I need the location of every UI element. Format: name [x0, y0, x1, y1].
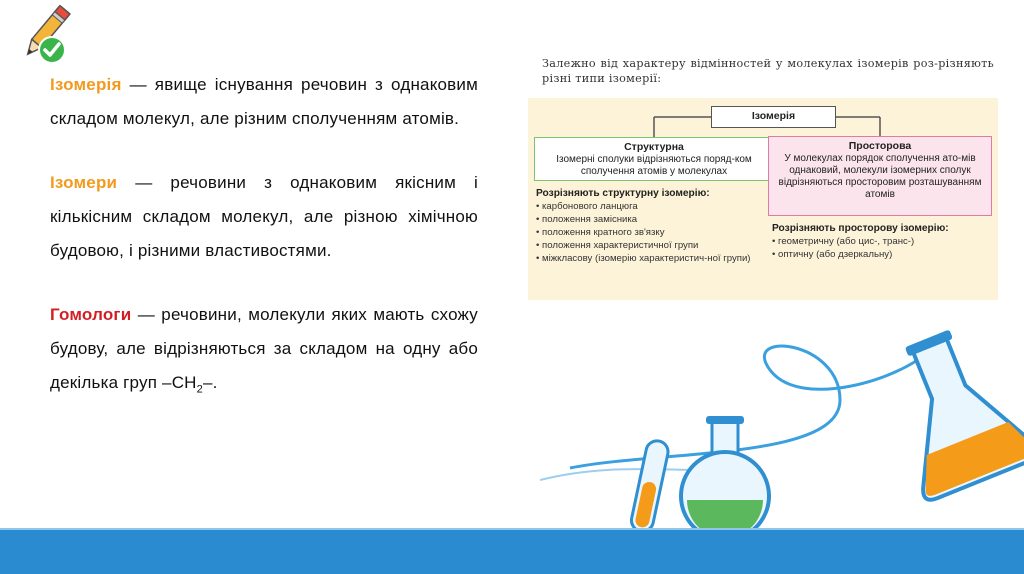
spatial-list-title: Розрізняють просторову ізомерію:	[772, 223, 949, 234]
term-isomers: Ізомери	[50, 173, 118, 192]
definition-isomeria-text: — явище існування речовин з однаковим ск…	[50, 75, 478, 128]
round-flask-icon	[679, 416, 771, 532]
spatial-list: Розрізняють просторову ізомерію: • геоме…	[772, 222, 994, 261]
definitions: Ізомерія — явище існування речовин з одн…	[50, 68, 478, 430]
structural-text: Ізомерні сполуки відрізняються поряд-ком…	[556, 154, 752, 177]
structural-list: Розрізняють структурну ізомерію: • карбо…	[536, 187, 766, 265]
definition-isomeria: Ізомерія — явище існування речовин з одн…	[50, 68, 478, 136]
list-item: • карбонового ланцюга	[536, 201, 638, 212]
list-item: • геометричну (або цис-, транс-)	[772, 236, 915, 247]
list-item: • положення кратного зв'язку	[536, 227, 665, 238]
conical-flask-icon	[905, 330, 1024, 502]
term-homologs: Гомологи	[50, 305, 132, 324]
bottom-bar	[0, 530, 1024, 574]
textbook-caption: Залежно від характеру відмінностей у мол…	[542, 57, 994, 85]
test-tube-icon	[629, 439, 670, 532]
definition-homologs-text: — речовини, молекули яких мають схожу бу…	[50, 305, 478, 392]
definition-isomers: Ізомери — речовини з однаковим якісним і…	[50, 166, 478, 268]
textbook-figure: Залежно від характеру відмінностей у мол…	[528, 56, 998, 300]
definition-homologs: Гомологи — речовини, молекули яких мають…	[50, 298, 478, 400]
definition-isomers-text: — речовини з однаковим якісним і кількіс…	[50, 173, 478, 260]
list-item: • положення замісника	[536, 214, 638, 225]
spatial-title: Просторова	[848, 140, 912, 152]
diagram-spatial-box: Просторова У молекулах порядок сполученн…	[768, 136, 992, 216]
list-item: • міжкласову (ізомерію характеристич-ної…	[536, 253, 751, 264]
bottom-bar-accent	[0, 528, 1024, 530]
pencil-check-icon	[26, 4, 71, 64]
diagram-connectors	[653, 116, 881, 137]
lab-glassware-illustration	[540, 330, 1024, 532]
structural-list-title: Розрізняють структурну ізомерію:	[536, 188, 710, 199]
spatial-text: У молекулах порядок сполучення ато-мів о…	[778, 153, 982, 200]
diagram-root-box: Ізомерія	[711, 106, 836, 128]
diagram-structural-box: Структурна Ізомерні сполуки відрізняютьс…	[534, 137, 774, 181]
structural-title: Структурна	[624, 141, 684, 153]
definition-homologs-tail: –.	[202, 373, 218, 392]
isomerism-diagram: Ізомерія Структурна Ізомерні сполуки від…	[528, 98, 998, 300]
definition-homologs-subscript: 2	[196, 383, 203, 396]
list-item: • положення характеристичної групи	[536, 240, 699, 251]
list-item: • оптичну (або дзеркальну)	[772, 249, 893, 260]
term-isomeria: Ізомерія	[50, 75, 122, 94]
